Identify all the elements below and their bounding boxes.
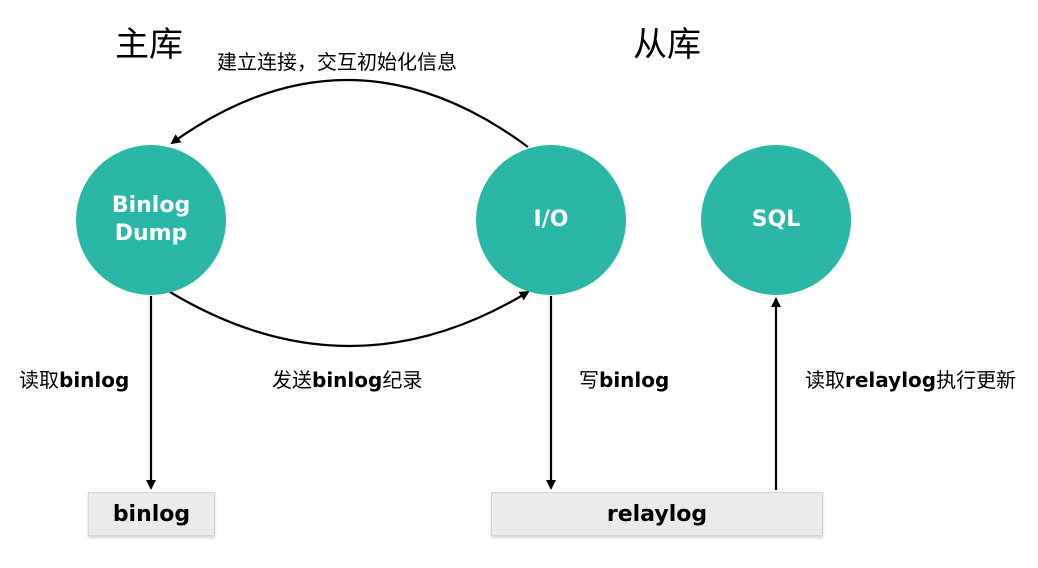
write-binlog-label: 写binlog: [579, 370, 669, 390]
connect-arrow: [170, 78, 529, 148]
apply-relaylog-suffix: 执行更新: [936, 368, 1017, 392]
master-header: 主库: [115, 25, 183, 65]
io-thread-node: I/O: [476, 145, 626, 295]
binlog-dump-line1: Binlog: [111, 193, 191, 218]
send-binlog-label: 发送binlog纪录: [272, 370, 422, 390]
binlog-dump-line2: Dump: [114, 221, 188, 246]
slave-header: 从库: [633, 25, 701, 65]
binlog-box: binlog: [88, 492, 215, 536]
send-arrow: [169, 290, 530, 348]
apply-relaylog-bold: relaylog: [845, 368, 937, 392]
read-binlog-label: 读取binlog: [19, 370, 129, 390]
write-binlog-prefix: 写: [579, 368, 599, 392]
apply-relaylog-prefix: 读取: [805, 368, 845, 392]
relaylog-box: relaylog: [491, 492, 823, 536]
send-binlog-suffix: 纪录: [382, 368, 423, 392]
send-binlog-bold: binlog: [312, 368, 383, 392]
send-binlog-prefix: 发送: [272, 368, 312, 392]
apply-relaylog-label: 读取relaylog执行更新: [805, 370, 1016, 390]
connect-label: 建立连接，交互初始化信息: [217, 50, 457, 74]
sql-thread-node: SQL: [701, 145, 851, 295]
read-binlog-bold: binlog: [59, 368, 130, 392]
write-binlog-bold: binlog: [599, 368, 670, 392]
read-binlog-prefix: 读取: [19, 368, 59, 392]
binlog-dump-node: Binlog Dump: [76, 145, 226, 295]
